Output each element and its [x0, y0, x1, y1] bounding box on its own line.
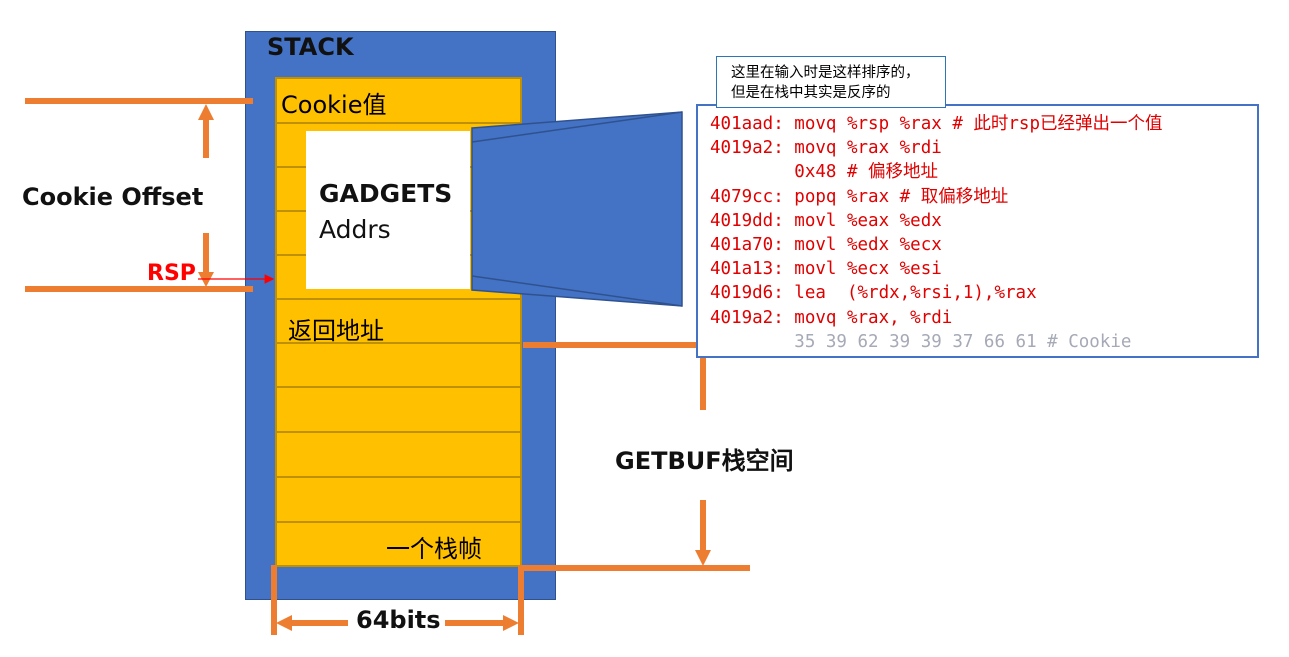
cookie-level-line — [25, 98, 253, 104]
getbuf-bottom-line — [520, 565, 750, 571]
rsp-label: RSP — [147, 261, 196, 286]
code-line: 401a13: movl %ecx %esi — [710, 259, 942, 280]
cell-divider — [277, 122, 520, 124]
code-line: 4019a2: movq %rax %rdi — [710, 138, 942, 159]
stack-title: STACK — [267, 33, 354, 61]
gadgets-addrs-box — [306, 131, 470, 289]
code-line: 401aad: movq %rsp %rax # 此时rsp已经弹出一个值 — [710, 114, 1163, 134]
callout-shape — [471, 111, 683, 307]
offset-arrow-up-shaft — [203, 118, 209, 158]
code-line: 4019a2: movq %rax, %rdi — [710, 307, 953, 328]
offset-arrow-up-head — [198, 104, 214, 120]
code-line: 0x48 # 偏移地址 — [710, 162, 939, 183]
code-line: 4019dd: movl %eax %edx — [710, 210, 942, 231]
cell-divider — [277, 298, 520, 300]
getbuf-bottom-step — [518, 565, 524, 635]
callout-fold-bottom — [471, 275, 683, 307]
width-arrow-right-head — [503, 615, 519, 631]
gadgets-label-line1: GADGETS — [319, 179, 453, 208]
getbuf-top-tick — [700, 358, 706, 410]
code-line: 401a70: movl %edx %ecx — [710, 235, 942, 256]
offset-arrow-down-shaft — [203, 233, 209, 273]
cell-divider — [277, 476, 520, 478]
stack-frame-cell-label: 一个栈帧 — [386, 535, 482, 563]
callout-fold-top — [471, 111, 683, 143]
width-arrow-left-shaft — [290, 620, 348, 626]
getbuf-stack-space-label: GETBUF栈空间 — [615, 447, 794, 475]
cookie-bytes-line: 35 39 62 39 39 37 66 61 # Cookie — [710, 331, 1132, 352]
getbuf-arrow-down-shaft — [700, 500, 706, 550]
cell-divider — [277, 386, 520, 388]
order-note-box: 这里在输入时是这样排序的， 但是在栈中其实是反序的 — [716, 56, 946, 108]
cookie-offset-label: Cookie Offset — [22, 183, 204, 211]
code-line: 4019d6: lea (%rdx,%rsi,1),%rax — [710, 283, 1037, 304]
gadgets-addrs-label: GADGETS Addrs — [319, 176, 452, 248]
width-left-tick — [271, 565, 277, 635]
cookie-value-cell-label: Cookie值 — [281, 91, 387, 119]
code-line: 4079cc: popq %rax # 取偏移地址 — [710, 186, 1009, 207]
width-arrow-left-head — [276, 615, 292, 631]
note-line: 这里在输入时是这样排序的， — [731, 65, 920, 81]
getbuf-arrow-down-head — [695, 550, 711, 566]
width-arrow-right-shaft — [445, 620, 505, 626]
cell-divider — [277, 342, 520, 344]
rsp-level-line — [25, 286, 253, 292]
cell-divider — [277, 521, 520, 523]
gadgets-label-line2: Addrs — [319, 215, 391, 244]
return-address-cell-label: 返回地址 — [288, 317, 384, 345]
note-line: 但是在栈中其实是反序的 — [731, 85, 891, 101]
width-64bits-label: 64bits — [356, 606, 441, 634]
gadget-code-listing: 401aad: movq %rsp %rax # 此时rsp已经弹出一个值 40… — [696, 104, 1259, 358]
cell-divider — [277, 431, 520, 433]
getbuf-top-line — [523, 342, 698, 348]
